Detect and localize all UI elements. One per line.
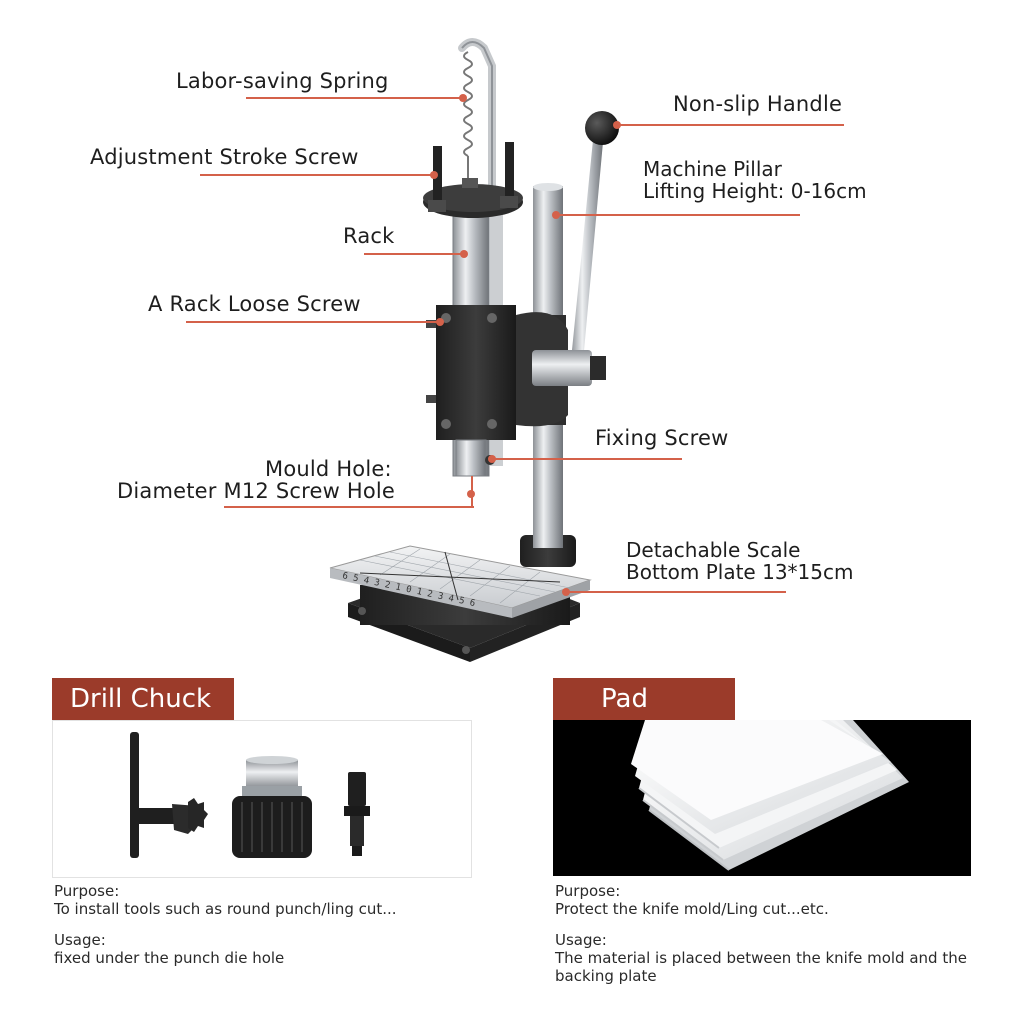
pad-title: Pad (553, 678, 735, 720)
label-rack-loose: A Rack Loose Screw (148, 292, 361, 316)
chuck-adaptor-icon (344, 772, 370, 856)
leader-plate (566, 591, 786, 593)
scale-bottom-plate (329, 545, 592, 618)
pad-photo (553, 720, 971, 876)
handle-knob (585, 111, 619, 145)
drill-chuck-title: Drill Chuck (52, 678, 234, 720)
pad-usage-text: The material is placed between the knife… (555, 949, 967, 985)
pad-sheets-image (631, 720, 909, 871)
drill-chuck-icon (232, 756, 312, 858)
leader-dot-rack (460, 250, 468, 258)
drill-chuck-purpose-heading: Purpose: (54, 882, 120, 900)
label-pillar-2: Lifting Height: 0-16cm (643, 179, 867, 203)
top-plate (423, 142, 523, 218)
label-handle: Non-slip Handle (673, 92, 843, 116)
label-rack: Rack (343, 224, 395, 248)
leader-dot-fixing (488, 455, 496, 463)
drill-chuck-purpose-text: To install tools such as round punch/lin… (54, 900, 397, 918)
leader-dot-spring (459, 94, 467, 102)
leader-spring (246, 97, 462, 99)
label-stroke-screw: Adjustment Stroke Screw (90, 145, 359, 169)
label-fixing: Fixing Screw (595, 426, 729, 450)
leader-stroke-screw (200, 174, 434, 176)
pad-usage-heading: Usage: (555, 931, 607, 949)
label-plate-2: Bottom Plate 13*15cm (626, 560, 854, 584)
leader-dot-handle (613, 121, 621, 129)
leader-pillar (556, 214, 800, 216)
leader-dot-stroke-screw (430, 171, 438, 179)
leader-dot-pillar (552, 211, 560, 219)
label-mould-hole-1: Mould Hole: (265, 457, 392, 481)
drill-chuck-usage-text: fixed under the punch die hole (54, 949, 285, 967)
drill-chuck-parts (130, 732, 370, 858)
leader-rack (364, 253, 464, 255)
shaft-hub (532, 350, 592, 386)
label-spring: Labor-saving Spring (176, 69, 389, 93)
mould-hole-end (455, 439, 487, 477)
punch-press-illustration: 6 5 4 3 2 1 0 1 2 3 4 5 6 (329, 38, 619, 662)
pad-purpose-text: Protect the knife mold/Ling cut...etc. (555, 900, 829, 918)
label-mould-hole-2: Diameter M12 Screw Hole (117, 479, 396, 503)
leader-fixing (492, 458, 682, 460)
leader-handle (616, 124, 844, 126)
leader-dot-rack-loose (436, 318, 444, 326)
label-plate-1: Detachable Scale (626, 538, 801, 562)
drill-chuck-usage-heading: Usage: (54, 931, 106, 949)
pad-purpose-heading: Purpose: (555, 882, 621, 900)
leader-dot-plate (562, 588, 570, 596)
label-pillar-1: Machine Pillar (643, 157, 782, 181)
chuck-key-icon (130, 732, 208, 858)
leader-mould-hole-vert (471, 476, 473, 507)
leader-mould-hole (224, 506, 474, 508)
labor-saving-spring (463, 51, 473, 184)
lever-handle (571, 111, 619, 362)
leader-rack-loose (186, 321, 440, 323)
